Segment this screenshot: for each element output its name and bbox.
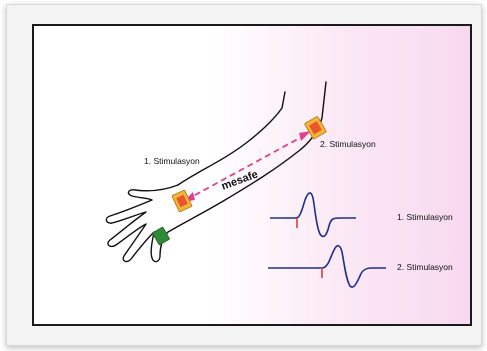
stim2-arm-label: 2. Stimulasyon xyxy=(320,139,376,149)
stim1-arm-label: 1. Stimulasyon xyxy=(144,156,200,166)
waveform-1-label: 1. Stimulasyon xyxy=(397,212,453,222)
waveform-2 xyxy=(268,246,386,287)
waveform-2-label: 2. Stimulasyon xyxy=(397,262,453,272)
wrist-stim-electrode xyxy=(172,190,192,212)
recording-electrode xyxy=(152,227,169,245)
arm-outline xyxy=(106,82,326,262)
elbow-stim-electrode xyxy=(304,116,326,139)
waveform-1 xyxy=(270,193,356,237)
